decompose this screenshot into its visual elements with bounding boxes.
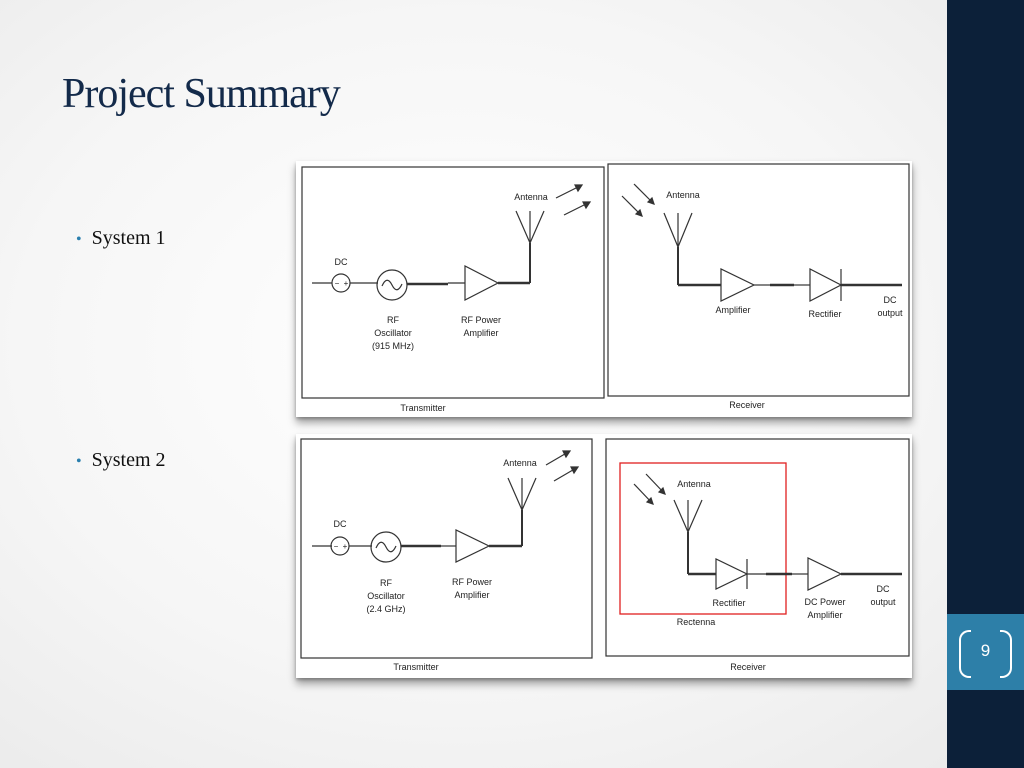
oscillator-label-line-1: RF	[387, 315, 399, 325]
page-number: 9	[980, 641, 991, 660]
transmitter-panel	[300, 438, 593, 659]
oscillator-frequency: (2.4 GHz)	[366, 604, 405, 614]
dc-power-amplifier-label-line-1: DC Power	[804, 597, 845, 607]
output-label-line-1: DC	[877, 584, 890, 594]
dc-power-amplifier-icon	[807, 557, 843, 591]
rectenna-highlight-box	[619, 462, 787, 615]
bullet-system-1: • System 1	[76, 227, 166, 250]
dc-label: DC	[335, 257, 348, 267]
oscillator-label-line-2: Oscillator	[374, 328, 412, 338]
bullet-system-2: • System 2	[76, 449, 166, 472]
transmitter-caption: Transmitter	[393, 662, 438, 672]
page-number-tab: 9	[947, 614, 1024, 690]
system-1-diagram: DC − + RF Oscillator (915 MHz) RF Power …	[296, 161, 912, 417]
receive-antenna-label: Antenna	[666, 190, 700, 200]
system-2-diagram: DC − + RF Oscillator (2.4 GHz) RF Power …	[296, 434, 912, 678]
system-2-block-diagram: DC − + RF Oscillator (2.4 GHz) RF Power …	[300, 438, 910, 672]
oscillator-label-line-2: Oscillator	[367, 591, 405, 601]
dc-power-amplifier-label-line-2: Amplifier	[807, 610, 842, 620]
transmitter-caption: Transmitter	[400, 403, 445, 413]
dc-minus-sign: −	[334, 542, 339, 551]
transmit-antenna-icon	[507, 477, 537, 511]
dc-label: DC	[334, 519, 347, 529]
rectifier-label: Rectifier	[808, 309, 841, 319]
rectifier-diode-icon	[809, 268, 843, 302]
receive-antenna-icon	[673, 499, 703, 533]
rectifier-diode-icon	[715, 558, 749, 590]
receiver-caption: Receiver	[730, 662, 766, 672]
rectifier-label: Rectifier	[712, 598, 745, 608]
receive-antenna-label: Antenna	[677, 479, 711, 489]
transmit-antenna-label: Antenna	[503, 458, 537, 468]
system-1-block-diagram: DC − + RF Oscillator (915 MHz) RF Power …	[301, 163, 910, 413]
slide-title: Project Summary	[62, 71, 341, 117]
bullet-text: System 1	[91, 227, 166, 249]
dc-plus-sign: +	[343, 542, 348, 551]
rf-amplifier-label-line-2: Amplifier	[463, 328, 498, 338]
bullet-marker: •	[76, 453, 82, 470]
receiver-caption: Receiver	[729, 400, 765, 410]
sine-wave-icon	[381, 279, 403, 291]
dc-plus-sign: +	[344, 279, 349, 288]
amplifier-icon	[720, 268, 756, 302]
left-brace-icon	[959, 630, 971, 678]
output-label-line-2: output	[877, 308, 903, 318]
rectenna-label: Rectenna	[677, 617, 716, 627]
output-label-line-1: DC	[884, 295, 897, 305]
rf-amplifier-label-line-1: RF Power	[461, 315, 501, 325]
receiver-panel	[605, 438, 910, 657]
transmit-antenna-icon	[515, 210, 545, 244]
rf-amplifier-label-line-2: Amplifier	[454, 590, 489, 600]
bullet-text: System 2	[91, 449, 166, 471]
receive-antenna-icon	[663, 212, 693, 248]
dc-minus-sign: −	[335, 279, 340, 288]
transmit-antenna-label: Antenna	[514, 192, 548, 202]
transmitter-panel	[301, 166, 605, 399]
rf-amplifier-label-line-1: RF Power	[452, 577, 492, 587]
amplifier-label: Amplifier	[715, 305, 750, 315]
rf-amplifier-icon	[464, 265, 500, 301]
output-label-line-2: output	[870, 597, 896, 607]
bullet-marker: •	[76, 231, 82, 248]
oscillator-frequency: (915 MHz)	[372, 341, 414, 351]
right-brace-icon	[1000, 630, 1012, 678]
rf-amplifier-icon	[455, 529, 491, 563]
receiver-panel	[607, 163, 910, 397]
sine-wave-icon	[375, 541, 397, 553]
oscillator-label-line-1: RF	[380, 578, 392, 588]
